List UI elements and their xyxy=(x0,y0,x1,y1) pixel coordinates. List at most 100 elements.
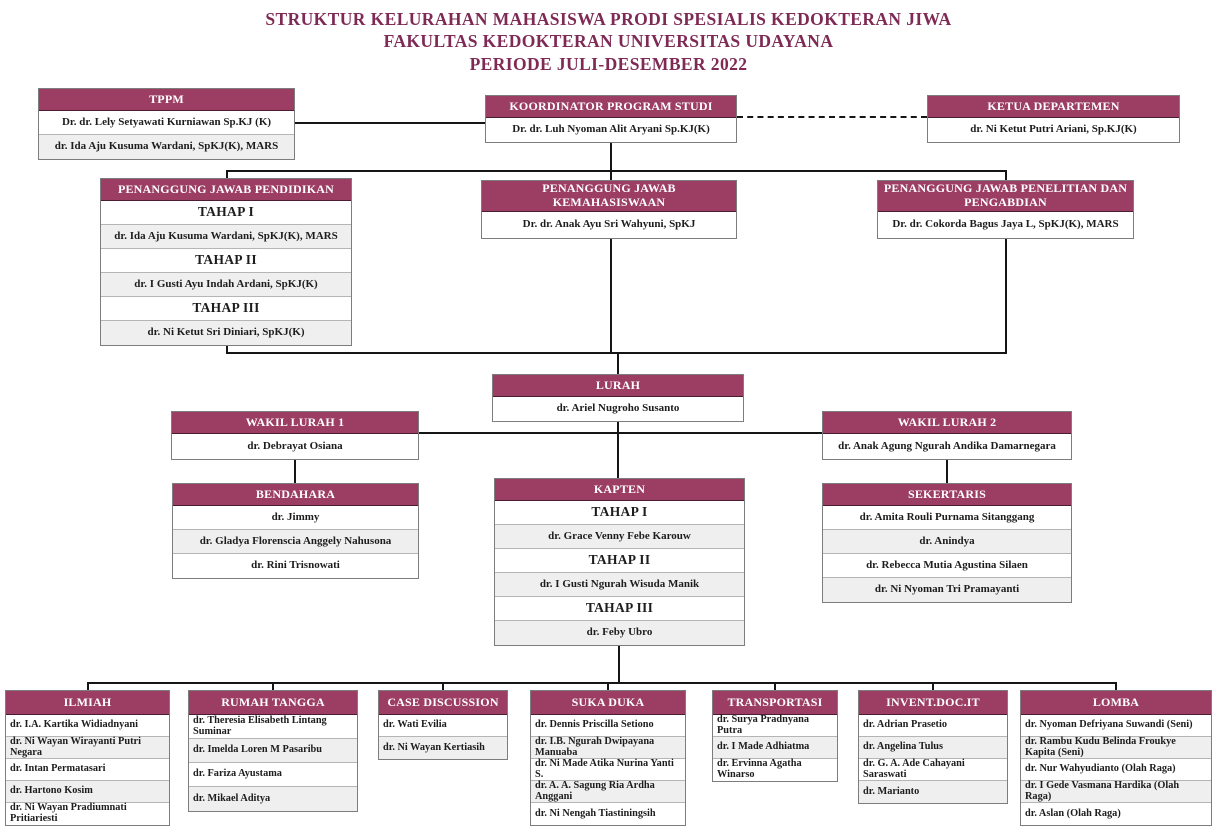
orgbox-title: PENANGGUNG JAWAB PENDIDIKAN xyxy=(101,179,351,201)
member-name: dr. Adrian Prasetio xyxy=(859,715,1007,737)
stage-label: TAHAP II xyxy=(495,549,744,573)
orgbox-title: KOORDINATOR PROGRAM STUDI xyxy=(486,96,736,118)
member-name: dr. Amita Rouli Purnama Sitanggang xyxy=(823,506,1071,530)
orgbox-title: LURAH xyxy=(493,375,743,397)
member-name: dr. Aslan (Olah Raga) xyxy=(1021,803,1211,825)
member-name: dr. Surya Pradnyana Putra xyxy=(713,714,837,737)
member-name: dr. Rebecca Mutia Agustina Silaen xyxy=(823,554,1071,578)
orgbox-title: SUKA DUKA xyxy=(531,691,685,715)
member-name: dr. Ni Made Atika Nurina Yanti S. xyxy=(531,758,685,781)
connector-tppm-koordinator xyxy=(295,122,485,124)
member-name: dr. A. A. Sagung Ria Ardha Anggani xyxy=(531,780,685,803)
member-name: dr. Mikael Aditya xyxy=(189,787,357,811)
member-name: dr. I.A. Kartika Widiadnyani xyxy=(6,715,169,737)
connector-pj-horizontal xyxy=(226,170,1007,172)
member-name: dr. I.B. Ngurah Dwipayana Manuaba xyxy=(531,736,685,759)
member-name: dr. Anindya xyxy=(823,530,1071,554)
orgbox-title: TRANSPORTASI xyxy=(713,691,837,715)
member-name: dr. Jimmy xyxy=(173,506,418,530)
title-line-3: PERIODE JULI-DESEMBER 2022 xyxy=(469,53,748,74)
orgbox-title: TPPM xyxy=(39,89,294,111)
orgbox-title: LOMBA xyxy=(1021,691,1211,715)
member-name: dr. Feby Ubro xyxy=(495,621,744,645)
member-name: dr. Ariel Nugroho Susanto xyxy=(493,397,743,421)
member-name: dr. Wati Evilia xyxy=(379,715,507,737)
title-line-2: FAKULTAS KEDOKTERAN UNIVERSITAS UDAYANA xyxy=(383,31,834,52)
member-name: dr. I Made Adhiatma xyxy=(713,737,837,759)
orgbox-title: WAKIL LURAH 2 xyxy=(823,412,1071,434)
member-name: dr. Ni Wayan Pradiumnati Pritiariesti xyxy=(6,802,169,825)
box-pj-penelitian-pengabdian: PENANGGUNG JAWAB PENELITIAN DAN PENGABDI… xyxy=(877,180,1134,239)
connector-wakil1-bendahara xyxy=(294,459,296,483)
member-name: dr. Angelina Tulus xyxy=(859,737,1007,759)
connector-pendidikan-out xyxy=(226,346,228,354)
stage-label: TAHAP III xyxy=(495,597,744,621)
orgbox-title: CASE DISCUSSION xyxy=(379,691,507,715)
member-name: dr. Ni Wayan Wirayanti Putri Negara xyxy=(6,736,169,759)
member-name: dr. Nur Wahyudianto (Olah Raga) xyxy=(1021,759,1211,781)
connector-koordinator-down xyxy=(610,143,612,171)
member-name: dr. Debrayat Osiana xyxy=(172,434,418,459)
member-name: dr. Anak Agung Ngurah Andika Damarnegara xyxy=(823,434,1071,459)
connector-lurah-kapten xyxy=(617,421,619,478)
member-name: dr. Fariza Ayustama xyxy=(189,763,357,787)
member-name: dr. I Gusti Ayu Indah Ardani, SpKJ(K) xyxy=(101,273,351,297)
member-name: dr. Gladya Florenscia Anggely Nahusona xyxy=(173,530,418,554)
connector-rumahtangga-drop xyxy=(272,682,274,690)
connector-penelitian-drop xyxy=(1005,170,1007,180)
member-name: dr. Imelda Loren M Pasaribu xyxy=(189,739,357,763)
orgbox-title: SEKERTARIS xyxy=(823,484,1071,506)
member-name: dr. Ni Nyoman Tri Pramayanti xyxy=(823,578,1071,602)
orgbox-title: INVENT.DOC.IT xyxy=(859,691,1007,715)
member-name: dr. Dennis Priscilla Setiono xyxy=(531,715,685,737)
stage-label: TAHAP II xyxy=(101,249,351,273)
connector-penelitian-out xyxy=(1005,236,1007,354)
member-name: dr. G. A. Ade Cahayani Saraswati xyxy=(859,758,1007,781)
orgbox-title: KAPTEN xyxy=(495,479,744,501)
stage-label: TAHAP I xyxy=(495,501,744,525)
member-name: dr. Nyoman Defriyana Suwandi (Seni) xyxy=(1021,715,1211,737)
connector-kemahasiswaan-drop xyxy=(610,170,612,180)
member-name: Dr. dr. Cokorda Bagus Jaya L, SpKJ(K), M… xyxy=(878,211,1133,238)
member-name: dr. Ni Ketut Putri Ariani, Sp.KJ(K) xyxy=(928,118,1179,142)
member-name: dr. Ni Nengah Tiastiningsih xyxy=(531,803,685,825)
connector-pj-bottom-horizontal xyxy=(226,352,1007,354)
orgbox-title: WAKIL LURAH 1 xyxy=(172,412,418,434)
member-name: dr. Theresia Elisabeth Lintang Suminar xyxy=(189,715,357,739)
member-name: dr. Grace Venny Febe Karouw xyxy=(495,525,744,549)
connector-casediscussion-drop xyxy=(442,682,444,690)
member-name: dr. I Gede Vasmana Hardika (Olah Raga) xyxy=(1021,780,1211,803)
member-name: dr. Ida Aju Kusuma Wardani, SpKJ(K), MAR… xyxy=(101,225,351,249)
title-line-1: STRUKTUR KELURAHAN MAHASISWA PRODI SPESI… xyxy=(265,9,952,29)
connector-committees-horizontal xyxy=(87,682,1117,684)
member-name: dr. Rini Trisnowati xyxy=(173,554,418,578)
member-name: Dr. dr. Anak Ayu Sri Wahyuni, SpKJ xyxy=(482,211,736,238)
chart-title: STRUKTUR KELURAHAN MAHASISWA PRODI SPESI… xyxy=(0,8,1217,75)
member-name: dr. Ni Ketut Sri Diniari, SpKJ(K) xyxy=(101,321,351,345)
member-name: dr. Intan Permatasari xyxy=(6,759,169,781)
connector-ilmiah-drop xyxy=(87,682,89,690)
connector-wakil-horizontal xyxy=(419,432,822,434)
connector-pendidikan-drop xyxy=(226,170,228,178)
connector-wakil2-sekertaris xyxy=(946,459,948,483)
orgbox-title: PENANGGUNG JAWAB PENELITIAN DAN PENGABDI… xyxy=(878,181,1133,212)
member-name: dr. Ni Wayan Kertiasih xyxy=(379,737,507,759)
connector-lomba-drop xyxy=(1115,682,1117,690)
connector-inventdocit-drop xyxy=(932,682,934,690)
